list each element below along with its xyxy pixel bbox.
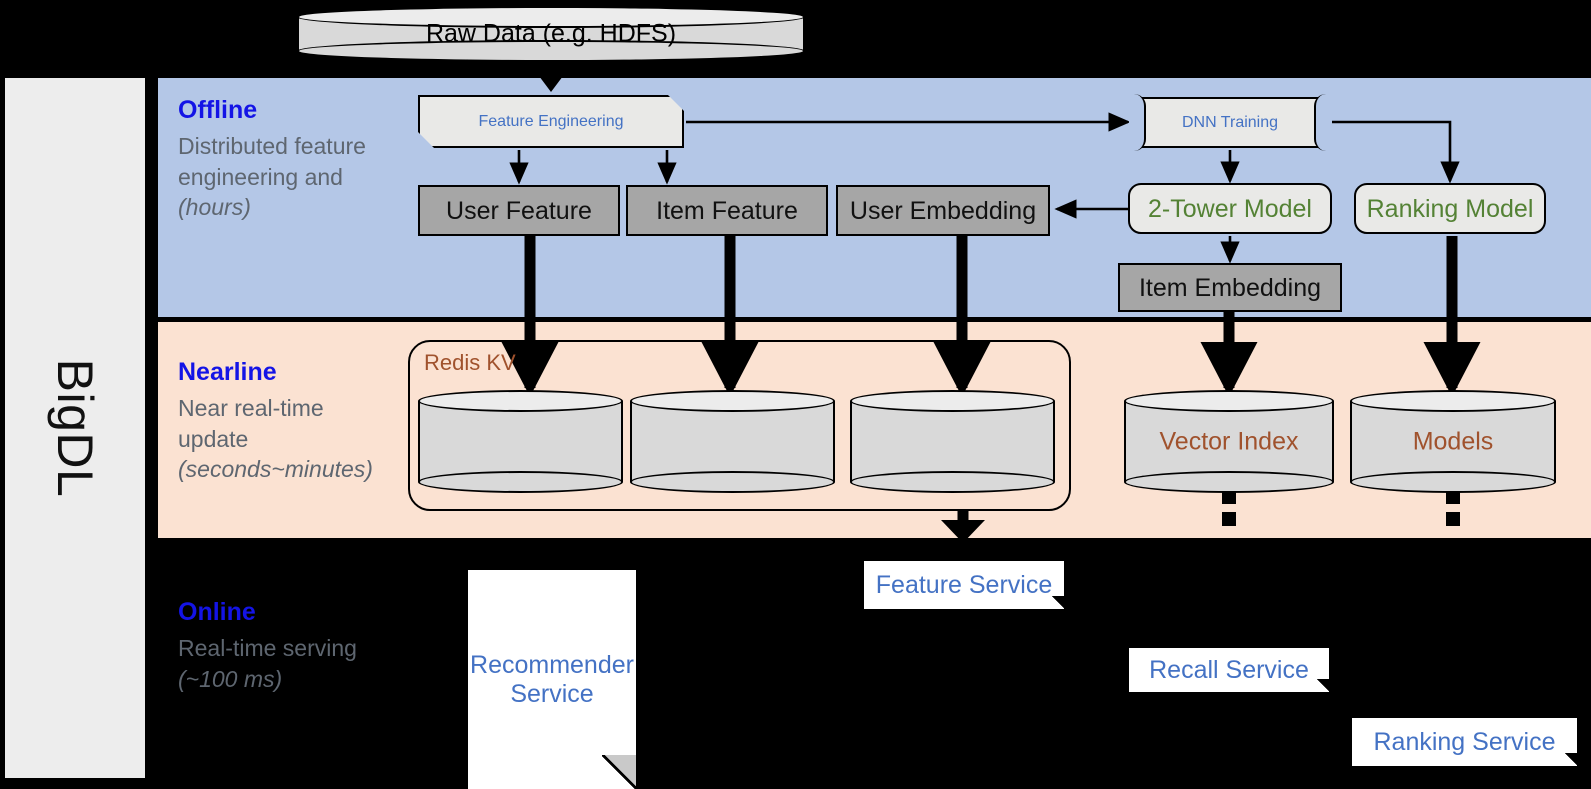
stub-vector-index-out (1222, 489, 1236, 526)
node-recommender-service[interactable]: Recommender Service (468, 570, 636, 789)
cylinder-body (850, 401, 1055, 482)
store-cylinder-user-feature[interactable] (418, 390, 623, 493)
user-embedding-label: User Embedding (849, 196, 1037, 225)
store-cylinder-vector-index[interactable]: Vector Index (1124, 390, 1334, 493)
recommender-service-label: Recommender Service (470, 650, 634, 708)
node-dnn-training[interactable]: DNN Training (1129, 94, 1331, 151)
ranking-model-label: Ranking Model (1366, 194, 1534, 223)
shape-notch-left (1129, 94, 1146, 151)
item-feature-label: Item Feature (656, 196, 798, 225)
raw-data-label: Raw Data (e.g. HDFS) (425, 19, 677, 48)
cylinder-bottom (297, 40, 805, 62)
page-fold-icon (1564, 753, 1577, 766)
node-feature-engineering[interactable]: Feature Engineering (418, 95, 684, 148)
online-subtitle: Real-time serving (~100 ms) (178, 635, 357, 692)
redis-kv-label: Redis KV (424, 350, 516, 375)
models-label: Models (1412, 427, 1494, 455)
two-tower-model-label: 2-Tower Model (1148, 194, 1312, 223)
shape-notched (418, 95, 684, 148)
store-cylinder-models[interactable]: Models (1350, 390, 1556, 493)
cylinder-top (297, 6, 805, 28)
cylinder-bottom (630, 471, 835, 493)
cylinder-body (630, 401, 835, 482)
node-ranking-model[interactable]: Ranking Model (1354, 183, 1546, 234)
page-fold-icon (1051, 596, 1064, 609)
node-recall-service[interactable]: Recall Service (1129, 648, 1329, 692)
node-ranking-service[interactable]: Ranking Service (1352, 718, 1577, 766)
vector-index-label: Vector Index (1159, 427, 1299, 455)
node-user-embedding[interactable]: User Embedding (836, 185, 1050, 236)
cylinder-body (1350, 401, 1556, 482)
redis-kv-group (408, 340, 1071, 511)
offline-title: Offline (178, 96, 258, 124)
caption-online: Online Real-time serving (~100 ms) (178, 598, 393, 694)
node-item-embedding[interactable]: Item Embedding (1118, 263, 1342, 312)
cylinder-top (850, 390, 1055, 412)
caption-offline: Offline Distributed feature engineering … (178, 96, 393, 223)
page-fold-icon (602, 755, 636, 789)
stub-models-out (1446, 489, 1460, 526)
arrow-rawdata-to-feature-engineering (536, 58, 566, 92)
cylinder-bottom (850, 471, 1055, 493)
item-embedding-label: Item Embedding (1138, 273, 1322, 302)
page-fold-icon (1316, 679, 1329, 692)
cylinder-bottom (1350, 471, 1556, 493)
ranking-service-label: Ranking Service (1373, 727, 1556, 756)
feature-service-label: Feature Service (875, 570, 1053, 599)
cylinder-bottom (418, 471, 623, 493)
online-title: Online (178, 598, 256, 626)
node-user-feature[interactable]: User Feature (418, 185, 620, 236)
cylinder-top (418, 390, 623, 412)
shape-notch-right (1314, 94, 1331, 151)
cylinder-top (1124, 390, 1334, 412)
pipe-redis-to-feature-service (941, 511, 985, 543)
bigdl-rail: BigDL (5, 78, 145, 778)
cylinder-body (418, 401, 623, 482)
raw-data-cylinder: Raw Data (e.g. HDFS) (297, 6, 805, 62)
nearline-title: Nearline (178, 358, 277, 386)
cylinder-body (1124, 401, 1334, 482)
node-item-feature[interactable]: Item Feature (626, 185, 828, 236)
cylinder-top (1350, 390, 1556, 412)
node-two-tower-model[interactable]: 2-Tower Model (1128, 183, 1332, 234)
arrow-dnn-to-ranking-model (1332, 120, 1460, 184)
node-feature-service[interactable]: Feature Service (864, 561, 1064, 609)
cylinder-bottom (1124, 471, 1334, 493)
store-cylinder-item-feature[interactable] (630, 390, 835, 493)
nearline-subtitle: Near real-time update (seconds~minutes) (178, 395, 373, 483)
recall-service-label: Recall Service (1149, 655, 1309, 684)
dnn-training-label: DNN Training (1181, 113, 1279, 131)
feature-engineering-label: Feature Engineering (478, 112, 624, 130)
store-cylinder-user-embedding[interactable] (850, 390, 1055, 493)
offline-subtitle: Distributed feature engineering and (hou… (178, 133, 366, 221)
caption-nearline: Nearline Near real-time update (seconds~… (178, 358, 393, 485)
cylinder-top (630, 390, 835, 412)
user-feature-label: User Feature (446, 196, 592, 225)
